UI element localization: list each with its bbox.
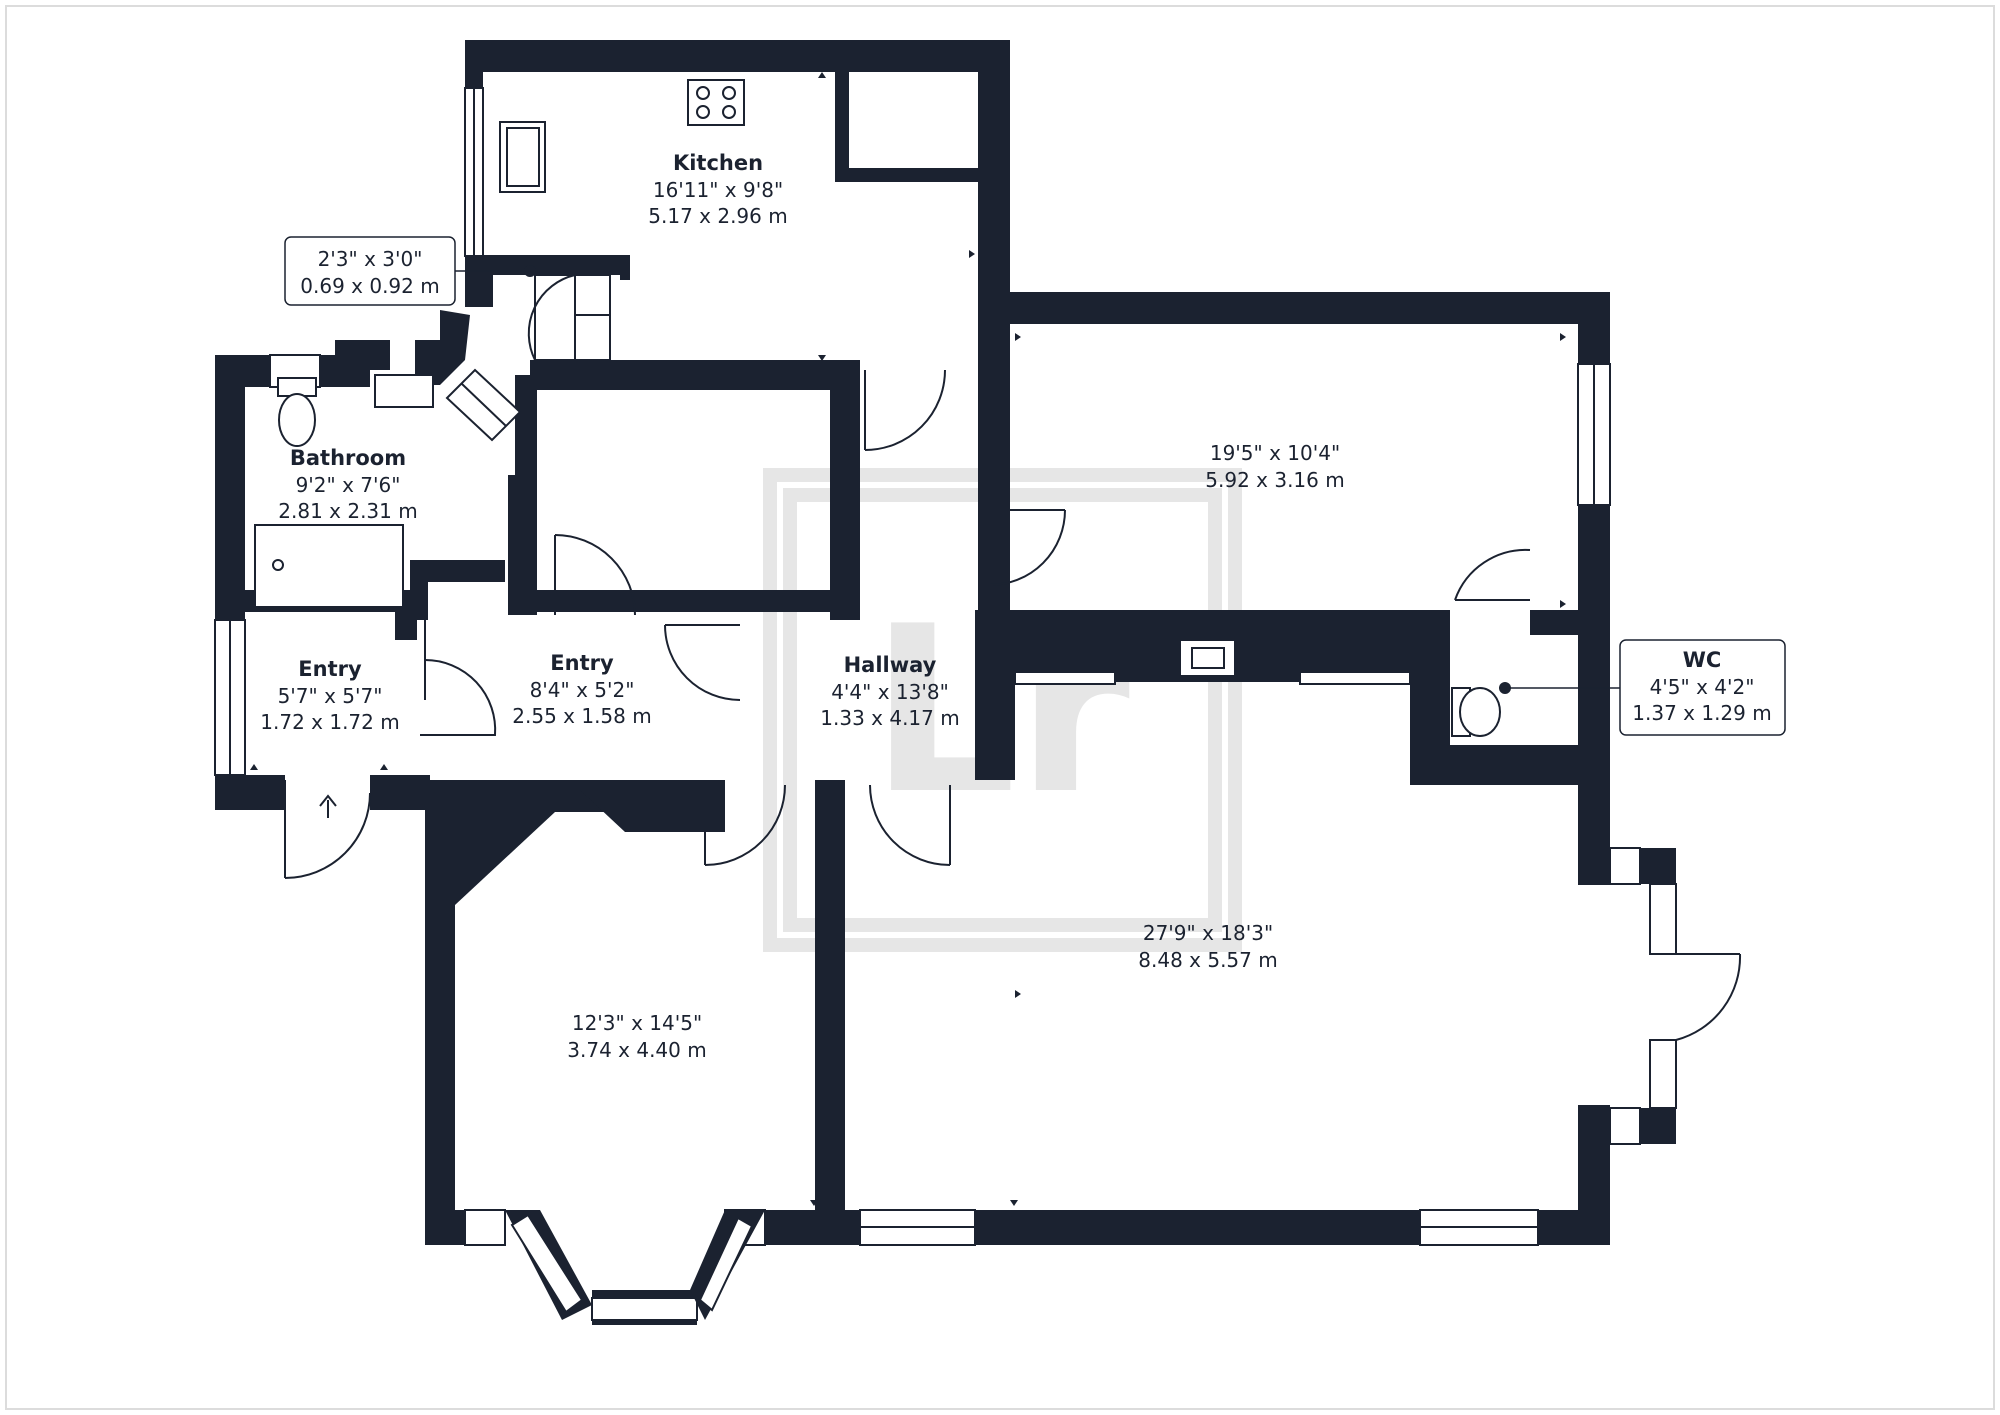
wc-label: WC 4'5" x 4'2" 1.37 x 1.29 m <box>1499 639 1786 736</box>
bay-room-dim-metric: 3.74 x 4.40 m <box>567 1038 706 1062</box>
hallway-name: Hallway <box>844 653 937 677</box>
bay-room-dim-imperial: 12'3" x 14'5" <box>572 1011 702 1035</box>
hallway-dim-imperial: 4'4" x 13'8" <box>831 680 949 704</box>
measurement-ticks <box>250 72 1566 1206</box>
french-door-window-bottom <box>1649 1039 1677 1109</box>
toilet-bowl-icon <box>278 393 316 447</box>
stairs-icon <box>527 274 611 361</box>
store-dim-imperial: 2'3" x 3'0" <box>318 247 423 271</box>
kitchen-name: Kitchen <box>673 151 763 175</box>
bedroom-dim-imperial: 19'5" x 10'4" <box>1210 441 1340 465</box>
living-dim-imperial: 27'9" x 18'3" <box>1143 921 1273 945</box>
store-label: 2'3" x 3'0" 0.69 x 0.92 m <box>284 236 536 306</box>
bay-window-left <box>510 1213 584 1314</box>
kitchen-dim-metric: 5.17 x 2.96 m <box>648 204 787 228</box>
bathroom-dim-imperial: 9'2" x 7'6" <box>296 473 401 497</box>
walls <box>215 40 1676 1245</box>
wc-name: WC <box>1683 648 1722 672</box>
fireplace-icon <box>1179 639 1236 677</box>
bay-window-right <box>698 1216 754 1312</box>
fixtures <box>254 79 1501 818</box>
hallway-dim-metric: 1.33 x 4.17 m <box>820 706 959 730</box>
bedroom-dim-metric: 5.92 x 3.16 m <box>1205 468 1344 492</box>
entry-left-dim-imperial: 5'7" x 5'7" <box>278 684 383 708</box>
wc-dim-metric: 1.37 x 1.29 m <box>1632 701 1771 725</box>
entry-mid-dim-metric: 2.55 x 1.58 m <box>512 704 651 728</box>
entry-mid-dim-imperial: 8'4" x 5'2" <box>530 678 635 702</box>
cupboard-icon <box>445 368 522 442</box>
living-dim-metric: 8.48 x 5.57 m <box>1138 948 1277 972</box>
bathroom-name: Bathroom <box>290 446 406 470</box>
page-frame <box>5 5 1995 1410</box>
bathroom-dim-metric: 2.81 x 2.31 m <box>278 499 417 523</box>
entry-left-name: Entry <box>298 657 362 681</box>
hob-icon <box>687 79 745 126</box>
doors <box>284 369 1742 1041</box>
windows <box>214 87 1677 1325</box>
french-door-window-top <box>1649 883 1677 955</box>
entry-mid-name: Entry <box>550 651 614 675</box>
basin-icon <box>374 374 434 408</box>
wc-dim-imperial: 4'5" x 4'2" <box>1650 675 1755 699</box>
entry-left-dim-metric: 1.72 x 1.72 m <box>260 710 399 734</box>
wc-toilet-bowl-icon <box>1459 687 1501 737</box>
kitchen-dim-imperial: 16'11" x 9'8" <box>653 178 783 202</box>
bath-icon <box>254 524 404 608</box>
store-dim-metric: 0.69 x 0.92 m <box>300 274 439 298</box>
bay-window-center <box>591 1297 698 1321</box>
entrance-arrow-icon <box>319 794 337 818</box>
